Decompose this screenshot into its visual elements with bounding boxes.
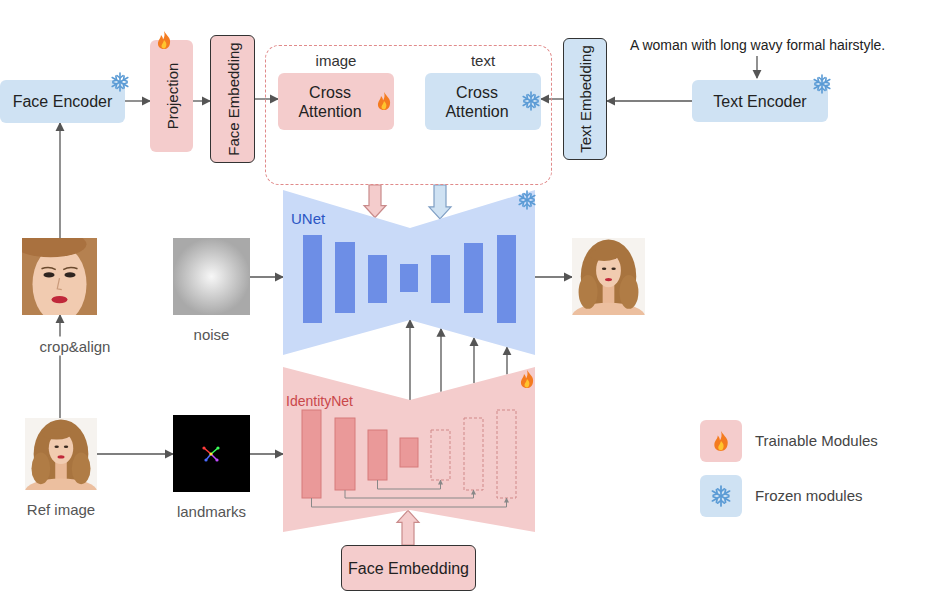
connector-arrow	[440, 329, 441, 392]
edge-label: crop&align	[37, 337, 114, 356]
cross-attention-box: textCross Attention	[425, 73, 541, 130]
legend-text: Trainable Modules	[755, 432, 878, 449]
node-label: Text Embedding	[576, 45, 595, 153]
node-label: Face Encoder	[13, 92, 113, 111]
prompt-text: A woman with long wavy formal hairstyle.	[630, 37, 885, 53]
legend-text: Frozen modules	[755, 487, 863, 504]
picture	[572, 238, 645, 315]
flame-icon	[374, 91, 394, 111]
network-outline	[283, 367, 535, 532]
block-arrow	[397, 510, 419, 545]
snowflake-icon	[812, 74, 832, 94]
flame-icon	[710, 430, 732, 452]
image-caption: noise	[194, 326, 230, 343]
connector-arrow	[250, 453, 283, 454]
embedding-box: Text Embedding	[563, 38, 607, 160]
attention-group: imageCross AttentiontextCross Attention	[265, 45, 552, 185]
block-arrow	[364, 185, 386, 218]
encoder-box: Text Encoder	[692, 80, 828, 122]
picture	[173, 238, 250, 315]
block-arrow	[429, 185, 451, 219]
picture	[22, 238, 97, 315]
legend-swatch	[700, 420, 742, 462]
connector-arrow	[59, 315, 60, 418]
snowflake-icon	[710, 485, 732, 507]
connector-arrow	[535, 276, 572, 277]
connector-arrow	[255, 98, 278, 99]
connector-arrow	[97, 453, 173, 454]
node-label: Cross Attention	[284, 83, 376, 121]
picture	[173, 415, 250, 492]
landmark-image: landmarks	[173, 415, 250, 492]
noise-image: noise	[173, 238, 250, 315]
embedding-box: Face Embedding	[341, 545, 476, 591]
snowflake-icon	[521, 91, 541, 111]
picture	[25, 418, 97, 490]
connector-arrow	[125, 100, 150, 101]
node-label: Face Embedding	[223, 42, 242, 155]
encoder-box: Face Encoder	[0, 80, 125, 123]
snowflake-icon	[110, 72, 130, 92]
connector-arrow	[473, 338, 474, 383]
network-label: IdentityNet	[286, 393, 353, 409]
flame-icon	[517, 369, 537, 389]
connector-arrow	[250, 276, 283, 277]
network-label: UNet	[291, 210, 325, 227]
node-label: Text Encoder	[713, 92, 806, 111]
connector-arrow	[409, 320, 410, 400]
snowflake-icon	[517, 190, 537, 210]
projection-box: Projection	[150, 40, 193, 152]
flame-icon	[154, 30, 174, 50]
image-caption: Ref image	[27, 501, 95, 518]
legend-swatch	[700, 475, 742, 517]
node-label: Projection	[162, 63, 181, 130]
connector-arrow	[541, 98, 563, 99]
unet-shape: UNet	[283, 190, 535, 355]
connector-arrow	[607, 100, 692, 101]
prompt-arrow	[756, 56, 757, 78]
image-caption: landmarks	[177, 503, 246, 520]
output-image	[572, 238, 645, 315]
attention-heading: text	[471, 52, 495, 69]
connector-arrow	[59, 123, 60, 238]
connector-arrow	[193, 100, 210, 101]
connector-arrow	[506, 347, 507, 374]
reference-image: Ref image	[25, 418, 97, 490]
embedding-box: Face Embedding	[210, 35, 255, 163]
cross-attention-box: imageCross Attention	[278, 73, 394, 130]
attention-heading: image	[316, 52, 357, 69]
identitynet-shape: IdentityNet	[283, 367, 535, 532]
face-crop-image	[22, 238, 97, 315]
node-label: Face Embedding	[348, 559, 469, 578]
node-label: Cross Attention	[431, 83, 523, 121]
